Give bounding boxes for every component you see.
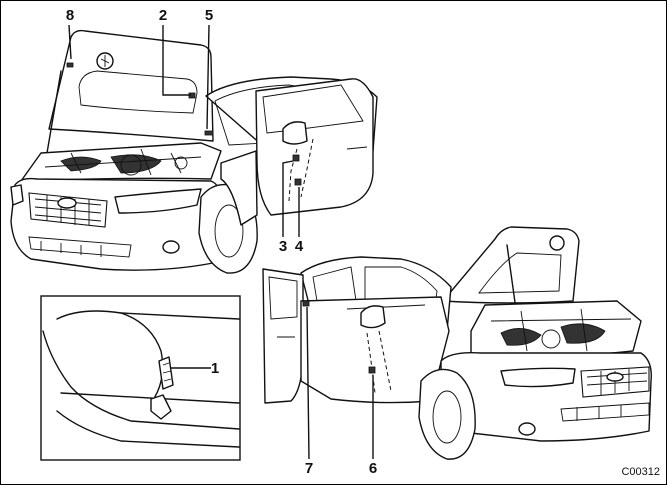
callout-4: 4 (294, 238, 304, 255)
callout-2: 2 (158, 7, 168, 24)
callout-1: 1 (210, 360, 220, 377)
callout-6: 6 (368, 460, 378, 477)
callout-8: 8 (65, 7, 75, 24)
callout-5: 5 (204, 7, 214, 24)
car-front-right-hood-open (262, 226, 652, 460)
car-front-left-hood-open (10, 29, 378, 274)
inset-detail-box (40, 295, 241, 461)
figure-code: C00312 (621, 466, 660, 478)
callout-7: 7 (304, 460, 314, 477)
callout-leaders (68, 24, 374, 460)
callout-3: 3 (278, 238, 288, 255)
